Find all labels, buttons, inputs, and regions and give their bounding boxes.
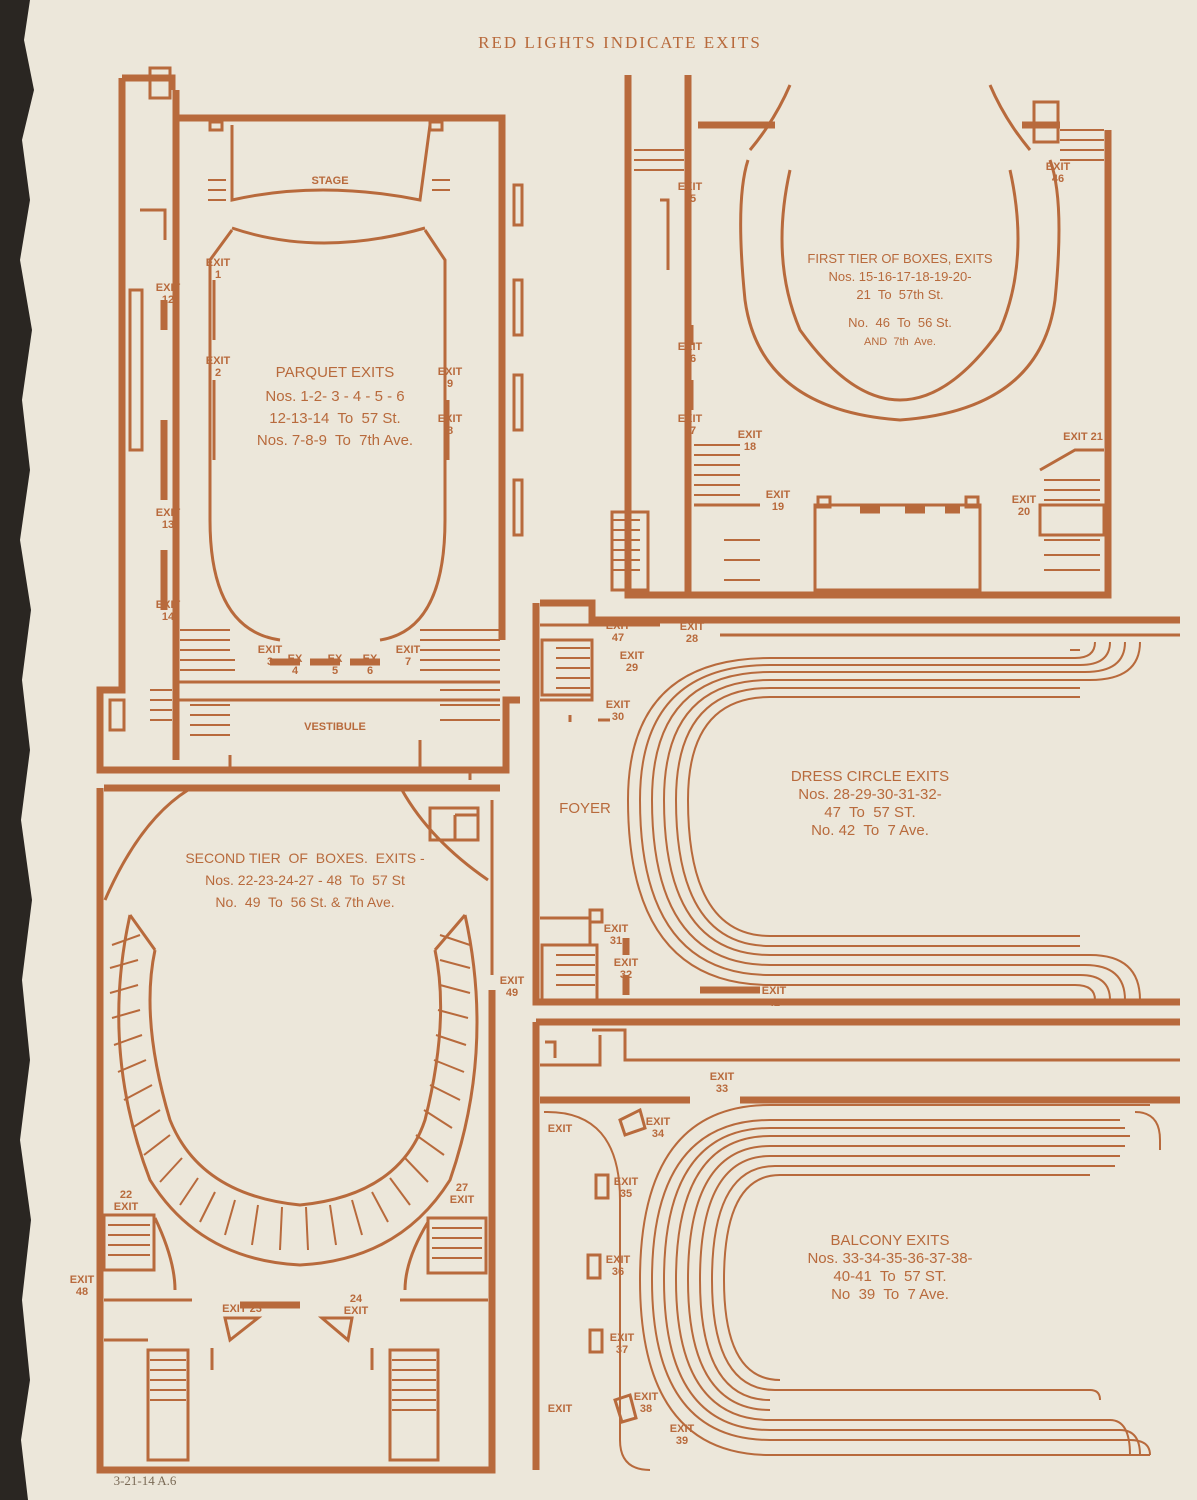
parquet-line1: Nos. 1-2- 3 - 4 - 5 - 6 xyxy=(265,388,405,405)
exit-7: EXIT 7 xyxy=(395,644,421,668)
exit-16: EXIT 16 xyxy=(677,341,703,365)
second-tier-plan xyxy=(96,784,500,1474)
exit-23: EXIT 23 xyxy=(222,1303,262,1315)
exit-38: EXIT 38 xyxy=(633,1391,659,1415)
exit-22: 22 EXIT xyxy=(113,1189,139,1213)
exit-1: EXIT 1 xyxy=(205,257,231,281)
exit-46: EXIT 46 xyxy=(1045,161,1071,185)
exit-40: EXIT xyxy=(547,1403,573,1415)
first-tier-line4: No. 46 To 56 St. xyxy=(848,315,952,330)
foyer-label: FOYER xyxy=(559,800,611,817)
exit-13: EXIT 13 xyxy=(155,507,181,531)
parquet-heading: PARQUET EXITS xyxy=(275,364,395,381)
exit-18: EXIT 18 xyxy=(737,429,763,453)
balcony-line4: No 39 To 7 Ave. xyxy=(831,1286,949,1303)
parquet-plan xyxy=(96,66,524,780)
first-tier-line1: FIRST TIER OF BOXES, EXITS xyxy=(807,251,993,266)
first-tier-line5: AND 7th Ave. xyxy=(864,336,936,348)
exit-33: EXIT 33 xyxy=(709,1071,735,1095)
exit-12: EXIT 12 xyxy=(155,282,181,306)
first-tier-plan xyxy=(610,75,1112,599)
exit-19: EXIT 19 xyxy=(765,489,791,513)
exit-49: EXIT 49 xyxy=(499,975,525,999)
exit-28: EXIT 28 xyxy=(679,621,705,645)
exit-30: EXIT 30 xyxy=(605,699,631,723)
balcony-line2: Nos. 33-34-35-36-37-38- xyxy=(807,1250,973,1267)
dress-circle-plan xyxy=(532,599,1180,1006)
dress-circle-line4: No. 42 To 7 Ave. xyxy=(811,822,929,839)
exit-41: EXIT xyxy=(547,1123,573,1135)
exit-2: EXIT 2 xyxy=(205,355,231,379)
page-title: RED LIGHTS INDICATE EXITS xyxy=(478,33,762,52)
exit-17: EXIT 17 xyxy=(677,413,703,437)
first-tier-line3: 21 To 57th St. xyxy=(856,287,944,302)
balcony-line1: BALCONY EXITS xyxy=(830,1232,950,1249)
dress-circle-line3: 47 To 57 ST. xyxy=(824,804,916,821)
exit-21: EXIT 21 xyxy=(1063,431,1103,443)
exit-14: EXIT 14 xyxy=(155,599,181,623)
exit-5: EX 5 xyxy=(327,653,343,677)
second-tier-line2: Nos. 22-23-24-27 - 48 To 57 St xyxy=(205,872,405,888)
dress-circle-line1: DRESS CIRCLE EXITS xyxy=(790,768,950,785)
exit-35: EXIT 35 xyxy=(613,1176,639,1200)
stage-label: STAGE xyxy=(311,175,349,187)
dress-circle-line2: Nos. 28-29-30-31-32- xyxy=(798,786,942,803)
exit-39: EXIT 39 xyxy=(669,1423,695,1447)
exit-48: EXIT 48 xyxy=(69,1274,95,1298)
exit-47: EXIT 47 xyxy=(605,620,631,644)
exit-24: 24 EXIT xyxy=(343,1293,369,1317)
exit-27: 27 EXIT xyxy=(449,1182,475,1206)
exit-4: EX 4 xyxy=(287,653,303,677)
exit-32: EXIT 32 xyxy=(613,957,639,981)
parquet-line3: Nos. 7-8-9 To 7th Ave. xyxy=(256,432,414,449)
exit-31: EXIT 31 xyxy=(603,923,629,947)
balcony-plan xyxy=(532,1018,1180,1471)
exit-42: EXIT 42 xyxy=(761,985,787,1009)
exit-20: EXIT 20 xyxy=(1011,494,1037,518)
exit-6: EX 6 xyxy=(362,653,378,677)
exit-15: EXIT 15 xyxy=(677,181,703,205)
exit-34: EXIT 34 xyxy=(645,1116,671,1140)
vestibule-label: VESTIBULE xyxy=(304,721,366,733)
exit-9: EXIT 9 xyxy=(437,366,463,390)
exit-29: EXIT 29 xyxy=(619,650,645,674)
exit-3: EXIT 3 xyxy=(257,644,283,668)
parquet-line2: 12-13-14 To 57 St. xyxy=(269,410,401,427)
second-tier-line3: No. 49 To 56 St. & 7th Ave. xyxy=(215,894,395,910)
balcony-line3: 40-41 To 57 ST. xyxy=(833,1268,947,1285)
exit-37: EXIT 37 xyxy=(609,1332,635,1356)
first-tier-line2: Nos. 15-16-17-18-19-20- xyxy=(828,269,972,284)
second-tier-line1: SECOND TIER OF BOXES. EXITS - xyxy=(185,850,425,866)
exit-36: EXIT 36 xyxy=(605,1254,631,1278)
archive-note: 3-21-14 A.6 xyxy=(113,1473,177,1488)
exit-8: EXIT 8 xyxy=(437,413,463,437)
